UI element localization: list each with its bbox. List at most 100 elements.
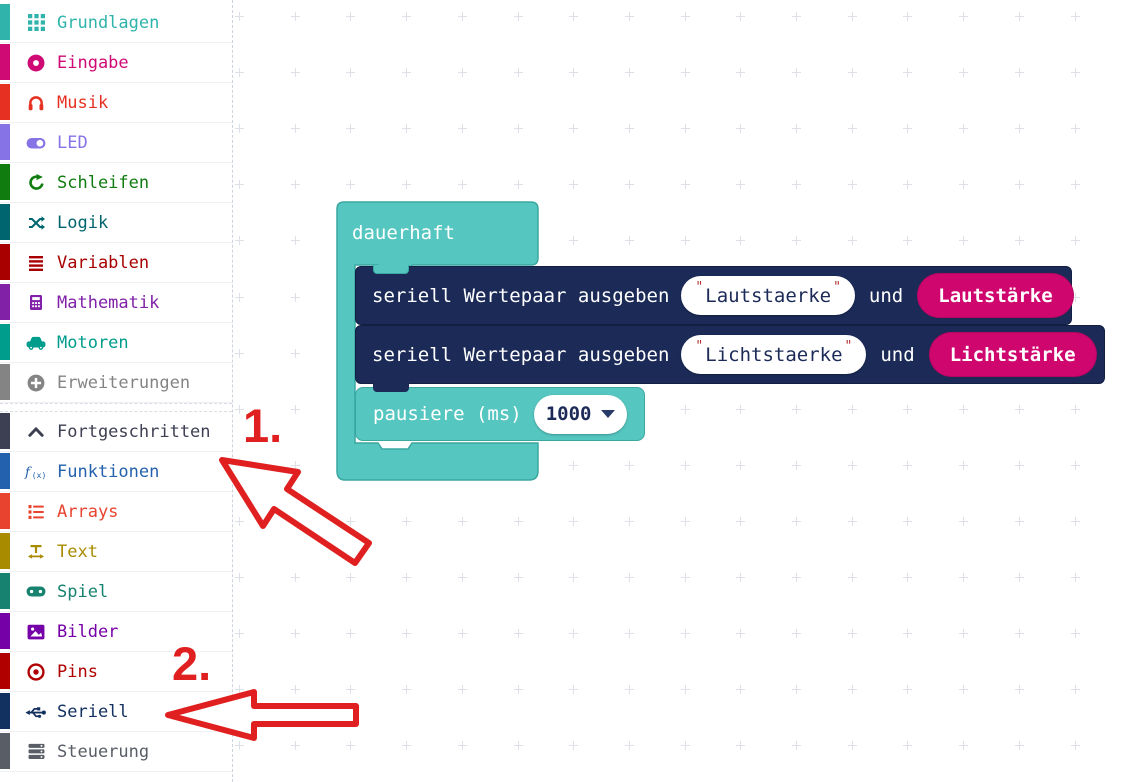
grid-cross [680, 124, 690, 134]
step-1-label: 1. [243, 399, 283, 452]
grid-cross [346, 629, 356, 639]
sidebar-item-label: Bilder [57, 621, 119, 642]
grid-cross [569, 573, 579, 582]
grid-cross [624, 741, 634, 751]
grid-cross [569, 12, 579, 21]
sidebar-item-pins[interactable]: Pins [0, 652, 232, 692]
sidebar-item-text[interactable]: Text [0, 532, 232, 572]
sidebar-item-variablen[interactable]: Variablen [0, 243, 232, 283]
grid-cross [736, 629, 746, 639]
grid-cross [736, 685, 746, 695]
sidebar-item-steuerung[interactable]: Steuerung [0, 732, 232, 772]
grid-cross [290, 292, 300, 302]
open-quote-icon: " [695, 339, 704, 354]
sidebar-item-fortgeschritten[interactable]: Fortgeschritten [0, 412, 232, 452]
grid-cross [402, 516, 412, 526]
grid-cross [402, 685, 412, 695]
grid-cross [847, 404, 857, 414]
grid-cross [792, 12, 801, 21]
grid-cross [847, 685, 857, 695]
grid-cross [513, 180, 523, 190]
chevron-up-icon [25, 422, 47, 442]
grid-cross [847, 12, 857, 21]
grid-cross [513, 516, 523, 526]
grid-cross [457, 180, 467, 190]
grid-cross [680, 180, 690, 190]
grid-cross [903, 741, 913, 751]
svg-text:(x): (x) [32, 470, 47, 480]
grid-cross [457, 68, 467, 78]
grid-cross [235, 236, 244, 246]
pause-duration-dropdown[interactable]: 1000 [533, 394, 628, 434]
pause-block[interactable]: pausiere (ms) 1000 [355, 387, 645, 441]
grid-cross [959, 741, 969, 751]
sidebar-item-grundlagen[interactable]: Grundlagen [0, 3, 232, 43]
string-field[interactable]: " Lichtstaerke " [681, 335, 867, 374]
category-color-strip [0, 573, 10, 609]
grid-cross [792, 404, 801, 414]
grid-cross [792, 236, 801, 246]
grid-cross [792, 629, 801, 639]
grid-cross [736, 460, 746, 470]
grid-cross [624, 516, 634, 526]
sidebar-item-mathematik[interactable]: Mathematik [0, 283, 232, 323]
serial-block-label: seriell Wertepaar ausgeben [372, 343, 670, 366]
category-color-strip [0, 44, 10, 80]
grid-cross [346, 124, 356, 134]
grid-cross [792, 573, 801, 582]
forever-block-label[interactable]: dauerhaft [352, 222, 455, 244]
grid-cross [847, 573, 857, 582]
grid-cross [513, 12, 523, 21]
grid-cross [1014, 12, 1024, 21]
sound-level-reporter-block[interactable]: Lautstärke [917, 273, 1074, 318]
grid-cross [736, 124, 746, 134]
grid-cross [457, 573, 467, 582]
sidebar-item-funktionen[interactable]: f(x) Funktionen [0, 452, 232, 492]
forever-block-shape[interactable] [335, 200, 541, 486]
string-field[interactable]: " Lautstaerke " [681, 276, 855, 315]
sidebar-item-eingabe[interactable]: Eingabe [0, 43, 232, 83]
sidebar-item-led[interactable]: LED [0, 123, 232, 163]
sidebar-item-label: Schleifen [57, 172, 150, 193]
category-color-strip [0, 324, 10, 360]
grid-cross [402, 180, 412, 190]
sidebar-item-spiel[interactable]: Spiel [0, 572, 232, 612]
serial-write-value-block-1[interactable]: seriell Wertepaar ausgeben " Lautstaerke… [355, 266, 1074, 325]
grid-cross [290, 68, 300, 78]
grid-cross [569, 516, 579, 526]
grid-cross [959, 460, 969, 470]
grid-cross [402, 741, 412, 751]
grid-cross [290, 124, 300, 134]
grid-cross [235, 573, 244, 582]
connector-label: und [868, 284, 904, 307]
sidebar-item-arrays[interactable]: Arrays [0, 492, 232, 532]
grid-cross [847, 741, 857, 751]
sidebar-item-motoren[interactable]: Motoren [0, 323, 232, 363]
sidebar-item-label: Fortgeschritten [57, 421, 211, 442]
grid-cross [569, 68, 579, 78]
close-quote-icon: " [844, 339, 853, 354]
grid-cross [290, 404, 300, 414]
grid-cross [1014, 460, 1024, 470]
serial-write-value-block-2[interactable]: seriell Wertepaar ausgeben " Lichtstaerk… [355, 325, 1105, 384]
sidebar-item-label: Funktionen [57, 461, 160, 482]
sidebar-item-logik[interactable]: Logik [0, 203, 232, 243]
light-level-reporter-block[interactable]: Lichtstärke [928, 332, 1097, 377]
sidebar-item-label: Erweiterungen [57, 372, 191, 393]
grid-cross [1070, 573, 1080, 582]
sidebar-item-label: Arrays [57, 501, 119, 522]
grid-cross [792, 741, 801, 751]
grid-cross [903, 404, 913, 414]
sidebar-item-musik[interactable]: Musik [0, 83, 232, 123]
grid-cross [903, 180, 913, 190]
sidebar-item-erweiterungen[interactable]: Erweiterungen [0, 363, 232, 403]
grid-cross [569, 236, 579, 246]
grid-cross [903, 460, 913, 470]
grid-cross [624, 460, 634, 470]
grid-cross [346, 12, 356, 21]
category-color-strip [0, 4, 10, 40]
svg-text:f: f [24, 465, 32, 480]
sidebar-item-bilder[interactable]: Bilder [0, 612, 232, 652]
sidebar-item-schleifen[interactable]: Schleifen [0, 163, 232, 203]
